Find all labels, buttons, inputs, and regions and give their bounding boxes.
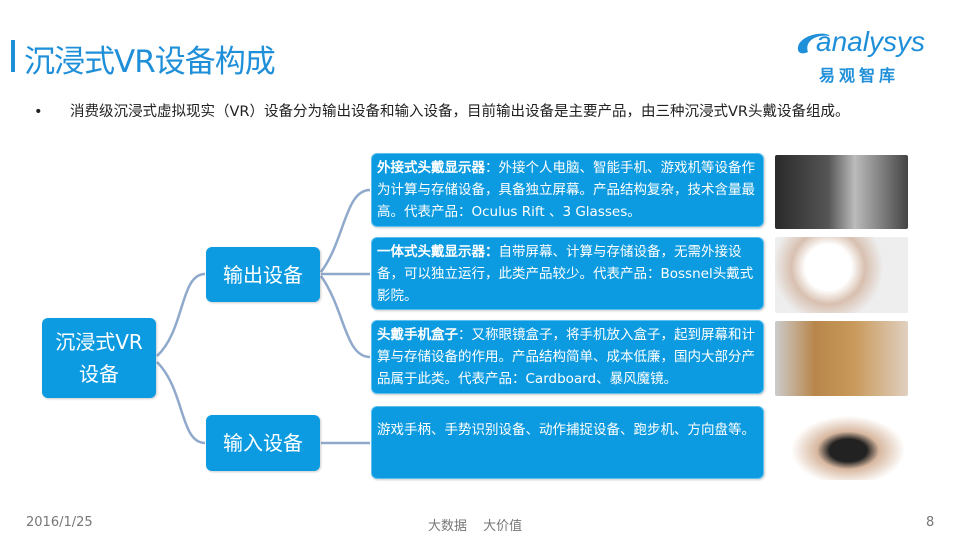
item-body: 游戏手柄、手势识别设备、动作捕捉设备、跑步机、方向盘等。 [377, 422, 755, 438]
footer-date: 2016/1/25 [26, 515, 93, 530]
page-number: 8 [926, 515, 935, 530]
item-phone-box: 头戴手机盒子：又称眼镜盒子，将手机放入盒子，起到屏幕和计算与存储设备的作用。产品… [371, 320, 764, 394]
intro-text: 消费级沉浸式虚拟现实（VR）设备分为输出设备和输入设备，目前输出设备是主要产品，… [70, 104, 850, 120]
connector-root-input [156, 361, 206, 445]
item-head: 一体式头戴显示器： [377, 244, 499, 260]
connector-output-item3 [319, 275, 371, 359]
connector-root-output [156, 272, 206, 357]
logo-word: analysys [816, 26, 925, 57]
footer-slogan: 大数据 大价值 [428, 519, 523, 534]
input-devices-node: 输入设备 [206, 415, 320, 471]
intro-bullet: • 消费级沉浸式虚拟现实（VR）设备分为输出设备和输入设备，目前输出设备是主要产… [34, 102, 894, 122]
item-body: 自带屏幕、计算与存储设备，无需外接设备，可以独立运行，此类产品较少。代表产品：B… [377, 244, 754, 304]
item-head: 外接式头戴显示器 [377, 160, 485, 176]
root-line1: 沉浸式VR [55, 330, 143, 354]
title-accent-bar [11, 40, 15, 72]
item-head: 头戴手机盒子 [377, 327, 458, 343]
item-external-hmd: 外接式头戴显示器：外接个人电脑、智能手机、游戏机等设备作为计算与存储设备，具备独… [371, 153, 764, 227]
root-line2: 设备 [79, 362, 119, 386]
analysys-logo: analysys 易观智库 [794, 24, 934, 86]
item-input-devices: 游戏手柄、手势识别设备、动作捕捉设备、跑步机、方向盘等。 [371, 406, 764, 479]
cardboard-photo [775, 321, 908, 396]
page-title: 沉浸式VR设备构成 [24, 44, 276, 80]
output-devices-node: 输出设备 [206, 247, 320, 302]
bullet-dot: • [34, 104, 43, 120]
headset-photo [775, 237, 908, 313]
oculus-photo [775, 155, 908, 229]
item-allinone-hmd: 一体式头戴显示器：自带屏幕、计算与存储设备，无需外接设备，可以独立运行，此类产品… [371, 237, 764, 310]
root-node: 沉浸式VR 设备 [42, 318, 156, 398]
logo-swoosh-icon [797, 33, 830, 54]
item-body: ：又称眼镜盒子，将手机放入盒子，起到屏幕和计算与存储设备的作用。产品结构简单、成… [377, 327, 755, 387]
item-body: ：外接个人电脑、智能手机、游戏机等设备作为计算与存储设备，具备独立屏幕。产品结构… [377, 160, 755, 220]
connector-output-item1 [319, 188, 371, 273]
controller-photo [775, 406, 908, 480]
logo-cn: 易观智库 [819, 66, 900, 85]
